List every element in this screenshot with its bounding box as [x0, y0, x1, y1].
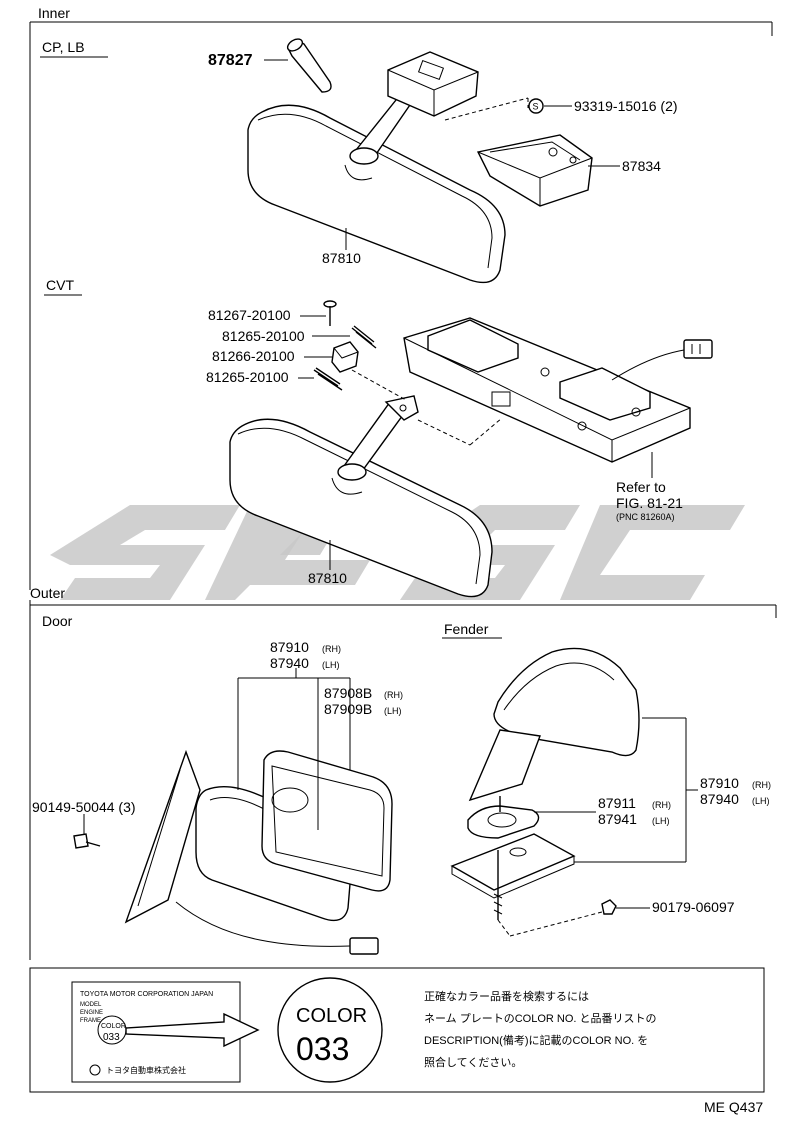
label-87827: 87827 — [208, 52, 253, 69]
mirror-glass-87908b — [261, 750, 393, 892]
screw-90149 — [73, 833, 101, 849]
inner-frame — [29, 21, 773, 590]
label-87941: 87941 — [598, 811, 637, 827]
badge-color-word: COLOR — [296, 1005, 367, 1027]
section-inner: Inner — [38, 5, 70, 21]
label-87810-cvt: 87810 — [308, 570, 347, 586]
plate-line1: TOYOTA MOTOR CORPORATION JAPAN — [80, 991, 213, 998]
label-90149-50044: 90149-50044 (3) — [32, 799, 136, 815]
plate-engine: ENGINE — [80, 1010, 103, 1016]
inner-mirror-cvt — [229, 395, 493, 598]
cover-87834 — [476, 134, 593, 207]
inner-mirror-cp-lb — [247, 51, 506, 284]
label-81267-20100: 81267-20100 — [208, 307, 291, 323]
light-unit-cvt — [403, 317, 713, 463]
section-outer: Outer — [30, 585, 65, 601]
plate-color-word: COLOR — [101, 1023, 126, 1030]
label-door-87940-side: (LH) — [322, 660, 340, 670]
plate-model: MODEL — [80, 1002, 102, 1008]
label-87834: 87834 — [622, 158, 661, 174]
label-81266-20100: 81266-20100 — [212, 348, 295, 364]
label-81265-20100-lower: 81265-20100 — [206, 369, 289, 385]
label-87908b: 87908B — [324, 685, 372, 701]
nut-90179 — [601, 899, 617, 915]
label-fender-87940: 87940 — [700, 791, 739, 807]
label-fender-87910-side: (RH) — [752, 780, 771, 790]
plate-color-code: 033 — [103, 1032, 120, 1043]
label-87911-side: (RH) — [652, 800, 671, 810]
spring-81265-upper — [351, 325, 377, 349]
screw-81267 — [323, 300, 337, 326]
section-fender: Fender — [444, 621, 489, 637]
label-87909b-side: (LH) — [384, 706, 402, 716]
note-jp-line3: DESCRIPTION(備考)に記載のCOLOR NO. を — [424, 1033, 648, 1047]
label-fender-87910: 87910 — [700, 775, 739, 791]
label-fender-87940-side: (LH) — [752, 796, 770, 806]
name-plate: TOYOTA MOTOR CORPORATION JAPAN MODEL ENG… — [71, 981, 260, 1083]
refer-line2: FIG. 81-21 — [616, 495, 683, 511]
badge-color-code: 033 — [296, 1031, 349, 1067]
refer-line1: Refer to — [616, 479, 666, 495]
label-87911: 87911 — [598, 795, 636, 811]
section-cp-lb: CP, LB — [42, 39, 85, 55]
s-marker-label: S — [533, 102, 539, 112]
label-door-87910: 87910 — [270, 639, 309, 655]
spring-81265-lower — [313, 367, 343, 391]
section-door: Door — [42, 613, 73, 629]
plate-bottom: トヨタ自動車株式会社 — [106, 1065, 186, 1075]
label-87941-side: (LH) — [652, 816, 670, 826]
note-jp-line2: ネーム プレートのCOLOR NO. と品番リストの — [424, 1012, 657, 1025]
outer-frame — [29, 600, 777, 960]
label-87908b-side: (RH) — [384, 690, 403, 700]
note-jp-line4: 照合してください。 — [424, 1055, 522, 1069]
note-jp-line1: 正確なカラー品番を検索するには — [424, 989, 589, 1003]
label-87909b: 87909B — [324, 701, 372, 717]
label-door-87940: 87940 — [270, 655, 309, 671]
s-marker — [528, 98, 544, 114]
fender-mirror — [450, 647, 640, 920]
label-81265-20100-upper: 81265-20100 — [222, 328, 305, 344]
label-door-87910-side: (RH) — [322, 644, 341, 654]
block-81266 — [331, 341, 359, 373]
label-87810-cp-lb: 87810 — [322, 250, 361, 266]
section-cvt: CVT — [46, 277, 74, 293]
figure-code: ME Q437 — [704, 1099, 763, 1115]
plate-frame: FRAME — [80, 1018, 101, 1024]
color-badge: COLOR 033 — [277, 977, 383, 1083]
wedge-87827 — [286, 38, 332, 93]
label-90179-06097: 90179-06097 — [652, 899, 735, 915]
label-93319-15016: 93319-15016 (2) — [574, 98, 678, 114]
color-note-box — [29, 967, 765, 1093]
refer-line3: (PNC 81260A) — [616, 512, 675, 522]
